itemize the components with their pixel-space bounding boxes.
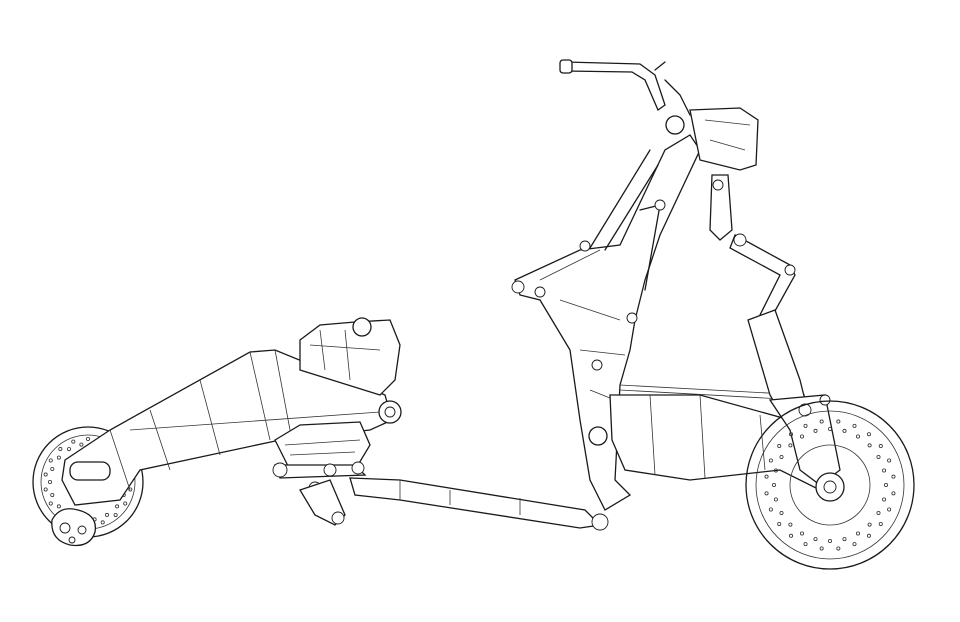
disc-vent-hole (50, 492, 55, 497)
disc-vent-hole (856, 531, 861, 536)
disc-vent-hole (891, 474, 896, 479)
disc-vent-hole (788, 443, 793, 448)
disc-vent-hole (777, 521, 782, 526)
disc-vent-hole (71, 439, 76, 444)
disc-vent-hole (56, 455, 61, 460)
disc-vent-hole (876, 454, 881, 459)
disc-vent-hole (803, 423, 808, 428)
disc-vent-hole (882, 497, 887, 502)
disc-vent-hole (105, 512, 110, 517)
engine-unit (274, 317, 402, 471)
disc-vent-hole (852, 542, 857, 547)
disc-vent-hole (789, 432, 794, 437)
disc-vent-hole (764, 474, 769, 479)
disc-vent-hole (779, 454, 784, 459)
disc-vent-hole (764, 491, 769, 496)
disc-vent-hole (43, 472, 48, 477)
disc-vent-hole (48, 479, 53, 484)
disc-vent-hole (113, 512, 118, 517)
disc-vent-hole (789, 533, 794, 538)
disc-vent-hole (773, 468, 778, 473)
main-frame (511, 134, 701, 511)
disc-vent-hole (836, 546, 841, 551)
disc-vent-hole (115, 504, 120, 509)
front-brake-disc (745, 400, 915, 570)
disc-vent-hole (788, 522, 793, 527)
disc-vent-hole (882, 468, 887, 473)
disc-vent-hole (48, 458, 53, 463)
lower-link-arm (349, 477, 609, 531)
disc-vent-hole (79, 442, 84, 447)
disc-vent-hole (828, 539, 833, 544)
disc-vent-hole (887, 507, 892, 512)
disc-vent-hole (842, 428, 847, 433)
disc-vent-hole (819, 419, 824, 424)
disc-vent-hole (50, 467, 55, 472)
disc-vent-hole (86, 436, 91, 441)
disc-vent-hole (58, 447, 63, 452)
disc-vent-hole (891, 491, 896, 496)
disc-vent-hole (856, 434, 861, 439)
disc-vent-hole (772, 482, 777, 487)
swingarm (61, 349, 393, 506)
disc-vent-hole (819, 546, 824, 551)
rear-brake-caliper (51, 508, 97, 547)
disc-vent-hole (48, 501, 53, 506)
disc-vent-hole (878, 521, 883, 526)
disc-vent-hole (828, 426, 833, 431)
steering-linkage (709, 174, 796, 321)
disc-vent-hole (842, 537, 847, 542)
disc-vent-hole (123, 501, 128, 506)
disc-vent-hole (800, 531, 805, 536)
disc-vent-hole (768, 458, 773, 463)
disc-vent-hole (773, 497, 778, 502)
front-wheel-hub (815, 472, 845, 502)
handlebar (559, 59, 691, 116)
disc-vent-hole (876, 510, 881, 515)
disc-vent-hole (803, 542, 808, 547)
disc-vent-hole (43, 487, 48, 492)
steering-head (665, 107, 759, 171)
rear-linkage (272, 461, 367, 526)
disc-vent-hole (852, 423, 857, 428)
disc-vent-hole (100, 520, 105, 525)
disc-vent-hole (866, 432, 871, 437)
disc-vent-hole (779, 510, 784, 515)
disc-vent-hole (887, 458, 892, 463)
disc-vent-hole (813, 428, 818, 433)
disc-vent-hole (128, 487, 133, 492)
disc-vent-hole (867, 522, 872, 527)
disc-vent-hole (768, 507, 773, 512)
disc-vent-hole (867, 443, 872, 448)
disc-vent-hole (878, 444, 883, 449)
disc-vent-hole (866, 533, 871, 538)
front-suspension (747, 309, 841, 486)
disc-vent-hole (56, 504, 61, 509)
disc-vent-hole (836, 419, 841, 424)
front-swingarm (609, 384, 831, 491)
disc-vent-hole (67, 447, 72, 452)
disc-vent-hole (800, 434, 805, 439)
disc-vent-hole (777, 444, 782, 449)
disc-vent-hole (884, 482, 889, 487)
disc-vent-hole (813, 537, 818, 542)
